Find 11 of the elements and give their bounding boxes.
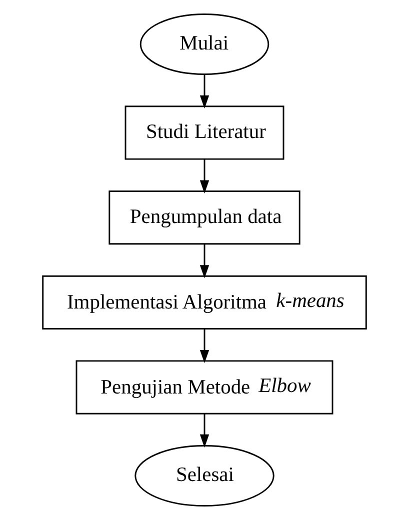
arrow [200,328,210,364]
node-ellipse: Mulai [140,13,270,75]
node-box: Pengujian Metode Elbow [76,360,334,414]
arrow [200,74,210,109]
node-box: Studi Literatur [124,106,284,160]
arrow [200,244,210,278]
arrow [200,159,210,194]
node-ellipse: Selesai [134,445,274,507]
arrow [200,414,210,448]
node-box: Implementasi Algoritma k-means [42,275,367,330]
node-box: Pengumpulan data [108,190,300,245]
